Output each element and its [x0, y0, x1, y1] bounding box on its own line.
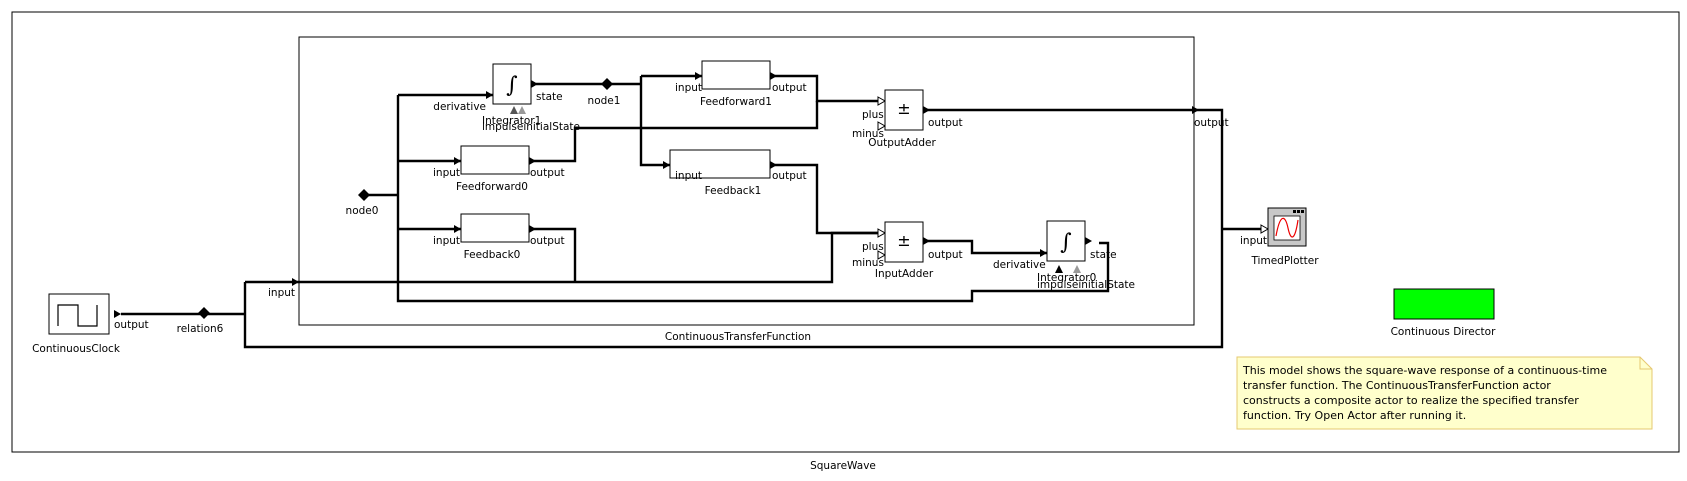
wire-relation6-loop	[243, 108, 1224, 349]
plot-curve-icon	[1275, 217, 1299, 238]
input-adder-box[interactable]	[884, 221, 924, 263]
node1-diamond[interactable]	[601, 78, 613, 90]
integral-icon: ∫	[506, 73, 518, 98]
wire-node0-trunk	[396, 95, 1110, 303]
feedback1-input-port: input	[675, 170, 702, 182]
integral-icon: ∫	[1060, 230, 1072, 255]
timed-plotter[interactable]: input TimedPlotter	[1240, 207, 1319, 267]
director-box[interactable]	[1393, 288, 1495, 320]
feedforward1-box[interactable]	[701, 60, 771, 90]
wires	[121, 74, 1266, 349]
note-corner	[1639, 357, 1652, 370]
feedback0-output-port: output	[530, 235, 565, 247]
feedback0-input-port: input	[433, 235, 460, 247]
square-wave-icon	[57, 304, 98, 327]
feedforward1-label: Feedforward1	[700, 96, 772, 108]
feedforward0-input-port: input	[433, 167, 460, 179]
feedforward1[interactable]: input output Feedforward1	[675, 60, 807, 108]
plotter-label: TimedPlotter	[1250, 255, 1319, 267]
integrator1-extra-ports: impulseinitialState	[482, 121, 580, 133]
feedforward1-output-port: output	[772, 82, 807, 94]
relation6-label: relation6	[177, 323, 224, 335]
output-adder[interactable]: ± plus minus output OutputAdder	[852, 89, 963, 149]
plotter-input-port: input	[1240, 235, 1267, 247]
integrator1[interactable]: ∫ derivative state Integrator1 impulsein…	[433, 63, 580, 133]
feedback0-label: Feedback0	[464, 249, 521, 261]
continuous-clock[interactable]: output ContinuousClock	[32, 293, 149, 355]
integrator0-extra-ports: impulseinitialState	[1037, 279, 1135, 291]
output-adder-plus-port: plus	[862, 109, 884, 121]
integrator0[interactable]: ∫ derivative state Integrator0 impulsein…	[993, 220, 1135, 291]
feedforward0-output-port: output	[530, 167, 565, 179]
output-adder-minus-port: minus	[852, 128, 884, 140]
integrator0-state-port: state	[1090, 249, 1117, 261]
output-adder-box[interactable]	[884, 89, 924, 131]
clock-box[interactable]	[48, 293, 110, 335]
model-frame	[11, 11, 1680, 453]
integrator0-label: Integrator0	[1037, 272, 1096, 284]
input-adder-minus-port: minus	[852, 257, 884, 269]
feedback1-label: Feedback1	[705, 185, 762, 197]
integrator0-box[interactable]	[1046, 220, 1086, 262]
feedback1-output-port: output	[772, 170, 807, 182]
input-adder[interactable]: ± plus minus output InputAdder	[852, 221, 963, 280]
integrator0-derivative-port: derivative	[993, 259, 1046, 271]
note-line-3: constructs a composite actor to realize …	[1243, 394, 1579, 407]
note-line-4: function. Try Open Actor after running i…	[1243, 409, 1466, 422]
note-box	[1236, 356, 1653, 430]
integrator1-label: Integrator1	[482, 115, 541, 127]
plus-minus-icon: ±	[897, 231, 910, 250]
node0-diamond[interactable]	[358, 189, 370, 201]
composite-input-port: input	[268, 287, 295, 299]
integrator1-box[interactable]	[492, 63, 532, 105]
feedback1-box[interactable]	[669, 149, 771, 179]
note-line-2: transfer function. The ContinuousTransfe…	[1243, 379, 1551, 392]
annotation-note: This model shows the square-wave respons…	[1236, 356, 1653, 430]
plot-icon	[1273, 215, 1301, 241]
composite-output-port: output	[1194, 117, 1229, 129]
clock-label: ContinuousClock	[32, 343, 121, 355]
plus-minus-icon: ±	[897, 99, 910, 118]
feedforward1-input-port: input	[675, 82, 702, 94]
integrator1-derivative-port: derivative	[433, 101, 486, 113]
feedback0-box[interactable]	[460, 213, 530, 243]
director-label: Continuous Director	[1391, 326, 1497, 338]
output-adder-output-port: output	[928, 117, 963, 129]
input-adder-label: InputAdder	[875, 268, 934, 280]
clock-output-port: output	[114, 319, 149, 331]
integrator1-state-port: state	[536, 91, 563, 103]
continuous-director[interactable]: Continuous Director	[1391, 288, 1497, 338]
input-adder-plus-port: plus	[862, 241, 884, 253]
output-adder-label: OutputAdder	[868, 137, 936, 149]
model-title: SquareWave	[810, 460, 876, 472]
port-arrows	[114, 72, 1270, 318]
note-line-1: This model shows the square-wave respons…	[1242, 364, 1607, 377]
feedforward0-label: Feedforward0	[456, 181, 528, 193]
node0-label: node0	[346, 205, 379, 217]
relation6-diamond[interactable]	[198, 307, 210, 319]
feedback1[interactable]: input output Feedback1	[669, 149, 807, 197]
feedforward0[interactable]: input output Feedforward0	[433, 145, 565, 193]
composite-label: ContinuousTransferFunction	[665, 331, 811, 343]
feedforward0-box[interactable]	[460, 145, 530, 175]
feedback0[interactable]: input output Feedback0	[433, 213, 565, 261]
node1-label: node1	[588, 95, 621, 107]
input-adder-output-port: output	[928, 249, 963, 261]
